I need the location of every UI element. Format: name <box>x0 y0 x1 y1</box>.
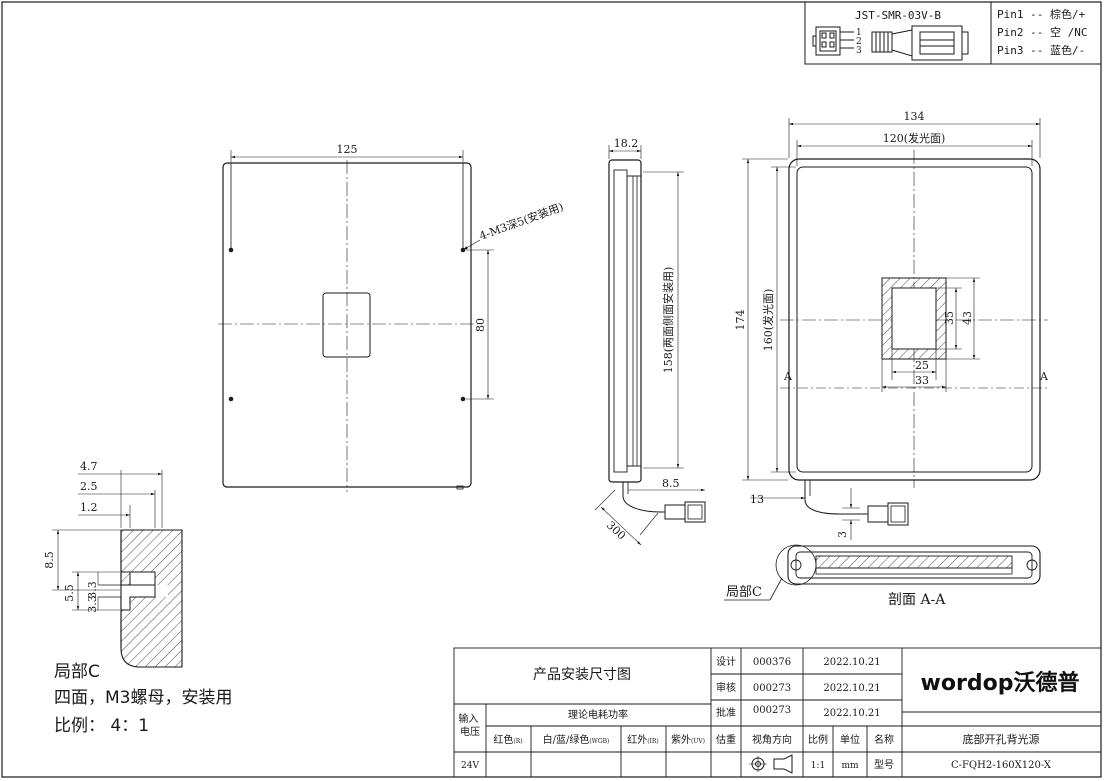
connector-plug-icon <box>871 25 969 61</box>
detail-dim-8-5: 8.5 <box>43 551 56 569</box>
front-hole-spacing-dim: 80 <box>474 318 487 332</box>
section-a-a <box>724 544 1041 601</box>
side-cable-length-dim: 300 <box>604 519 628 543</box>
detail-dim-3-3-b: 3.3 <box>86 595 99 613</box>
detail-dim-2-5: 2.5 <box>80 480 98 493</box>
side-thickness-dim: 18.2 <box>614 137 639 150</box>
section-mark-right: A <box>1039 370 1049 383</box>
name-label: 名称 <box>874 733 894 746</box>
design-code: 000376 <box>753 657 791 668</box>
detail-note: 四面，M3螺母，安装用 <box>54 688 232 708</box>
section-label: 剖面 A-A <box>888 592 946 608</box>
rear-cable-dim: 3 <box>836 531 849 538</box>
section-detail-label: 局部C <box>726 585 762 600</box>
scale-value: 1:1 <box>811 761 825 771</box>
side-cable-offset-dim: 8.5 <box>662 477 680 490</box>
front-width-dim: 125 <box>337 143 358 156</box>
design-label: 设计 <box>716 655 736 668</box>
side-height-note: 158(两面侧面安装用) <box>661 267 675 374</box>
connector-housing-icon <box>812 26 854 56</box>
approve-date: 2022.10.21 <box>823 708 880 719</box>
model-label: 型号 <box>874 758 894 771</box>
power-label: 理论电耗功率 <box>568 708 628 721</box>
detail-dim-3-3-a: 3.3 <box>86 581 99 599</box>
input-voltage-label: 输入 电压 <box>458 712 481 738</box>
pin3-note: Pin3 -- 蓝色/- <box>997 43 1085 57</box>
detail-dim-5-5: 5.5 <box>63 584 76 602</box>
drawing-title: 产品安装尺寸图 <box>533 667 631 683</box>
rgb-label: 白/蓝/绿色(WGB) <box>543 733 610 746</box>
uv-label: 紫外(UV) <box>671 734 705 746</box>
rear-emit-height-dim: 160(发光面) <box>761 289 775 352</box>
approve-code: 000273 <box>753 705 791 716</box>
design-date: 2022.10.21 <box>823 657 880 668</box>
review-date: 2022.10.21 <box>823 683 880 694</box>
pin1-note: Pin1 -- 棕色/+ <box>997 7 1086 21</box>
rear-hole-dim-25: 25 <box>915 359 929 372</box>
rear-view <box>742 118 1048 540</box>
rear-emit-width-dim: 120(发光面) <box>883 131 946 145</box>
title-block <box>453 647 1102 778</box>
pin2-note: Pin2 -- 空 /NC <box>997 25 1087 39</box>
connector-model: JST-SMR-03V-B <box>855 9 941 22</box>
unit-label: 单位 <box>840 733 860 746</box>
view-label: 视角方向 <box>752 733 792 746</box>
detail-dim-1-2: 1.2 <box>80 501 98 514</box>
company-logo: wordop沃德普 <box>921 670 1080 696</box>
model-value: C-FQH2-160X120-X <box>951 760 1052 771</box>
review-label: 审核 <box>716 681 736 694</box>
product-name: 底部开孔背光源 <box>963 732 1040 746</box>
connector-block: JST-SMR-03V-B 1 2 3 Pin1 -- 棕色/+ Pin2 --… <box>804 1 1102 65</box>
front-view <box>218 150 494 492</box>
approve-label: 批准 <box>716 706 736 719</box>
detail-dim-4-7: 4.7 <box>80 460 98 473</box>
logo-text: wordop沃德普 <box>921 670 1080 696</box>
rear-outer-height-dim: 174 <box>734 310 747 331</box>
detail-c <box>52 470 183 668</box>
detail-scale: 比例： 4：1 <box>54 716 149 736</box>
detail-title: 局部C <box>54 662 100 682</box>
pin-number-1: 1 <box>856 28 862 38</box>
rear-outer-width-dim: 134 <box>904 110 925 123</box>
rear-bottom-dim: 13 <box>750 493 764 506</box>
unit-value: mm <box>841 761 859 771</box>
review-code: 000273 <box>753 683 791 694</box>
pin-number-2: 2 <box>856 37 862 47</box>
red-label: 红色(R) <box>493 733 522 746</box>
ir-label: 红外(IR) <box>627 733 659 746</box>
weight-label: 估重 <box>716 733 736 746</box>
rear-hole-dim-33: 33 <box>915 374 929 387</box>
pin-number-3: 3 <box>856 46 862 56</box>
rear-hole-dim-35: 35 <box>943 311 956 325</box>
scale-label: 比例 <box>808 733 828 746</box>
rear-hole-dim-43: 43 <box>961 311 974 325</box>
projection-symbol-icon <box>749 754 793 774</box>
side-view <box>594 145 706 546</box>
front-hole-note: 4-M3深5(安装用) <box>477 199 565 242</box>
section-mark-left: A <box>783 370 793 383</box>
voltage-value: 24V <box>461 761 479 771</box>
